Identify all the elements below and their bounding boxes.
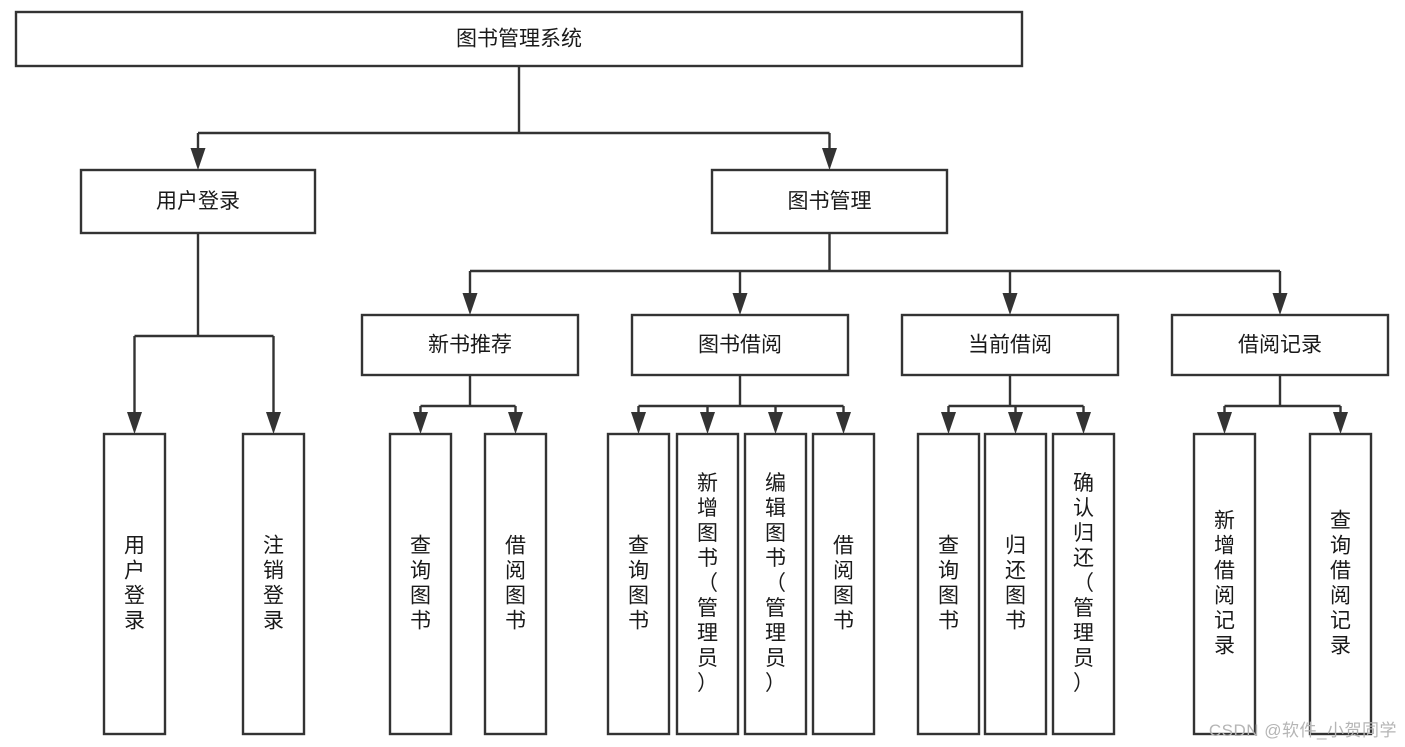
arrow-head-icon [1076,412,1091,434]
arrow-head-icon [266,412,281,434]
node-box [630,313,850,377]
edge-group-book-manage [462,233,1288,315]
node-book-manage[interactable]: 图书管理 [710,168,949,235]
node-leaf-add-record[interactable]: 新增借阅记录 [1192,432,1257,736]
node-leaf-confirm-return[interactable]: 确认归还（管理员） [1051,432,1116,736]
arrow-head-icon [1002,293,1018,315]
node-leaf-query-book-3[interactable]: 查询图书 [916,432,981,736]
node-label: 借阅图书 [505,534,526,632]
node-box [710,168,949,235]
node-user-login[interactable]: 用户登录 [79,168,317,235]
node-label: 归还图书 [1005,534,1026,632]
node-box [360,313,580,377]
arrow-head-icon [1333,412,1348,434]
node-leaf-borrow-book-1[interactable]: 借阅图书 [483,432,548,736]
arrow-head-icon [1008,412,1023,434]
node-leaf-logout[interactable]: 注销登录 [241,432,306,736]
node-box [483,432,548,736]
node-root[interactable]: 图书管理系统 [14,10,1024,68]
node-box [606,432,671,736]
arrow-head-icon [631,412,646,434]
arrow-head-icon [700,412,715,434]
arrow-head-icon [941,412,956,434]
node-label: 借阅记录 [1238,334,1322,357]
node-leaf-query-book-1[interactable]: 查询图书 [388,432,453,736]
edge-group-root [190,66,837,170]
arrow-head-icon [1272,293,1288,315]
node-box [916,432,981,736]
node-leaf-query-book-2[interactable]: 查询图书 [606,432,671,736]
node-leaf-edit-book[interactable]: 编辑图书（管理员） [743,432,808,736]
arrow-head-icon [768,412,783,434]
node-borrow-record[interactable]: 借阅记录 [1170,313,1390,377]
node-label: 图书管理系统 [456,28,582,51]
node-book-borrow[interactable]: 图书借阅 [630,313,850,377]
node-box [743,432,808,736]
node-box [1192,432,1257,736]
arrow-head-icon [1217,412,1232,434]
arrow-head-icon [822,148,837,170]
node-box [1170,313,1390,377]
node-label: 查询图书 [410,534,431,632]
node-leaf-add-book[interactable]: 新增图书（管理员） [675,432,740,736]
node-box [811,432,876,736]
node-label: 新书推荐 [428,334,512,357]
node-label: 新增图书（管理员） [697,472,718,695]
node-box [1308,432,1373,736]
nodes-layer: 图书管理系统用户登录图书管理新书推荐图书借阅当前借阅借阅记录用户登录注销登录查询… [14,10,1390,736]
node-label: 确认归还（管理员） [1073,472,1094,695]
node-label: 用户登录 [156,190,240,213]
node-box [1051,432,1116,736]
node-label: 查询借阅记录 [1330,509,1351,657]
node-leaf-user-login[interactable]: 用户登录 [102,432,167,736]
node-label: 当前借阅 [968,334,1052,357]
edge-group-current-borrow [941,375,1091,434]
arrow-head-icon [462,293,478,315]
node-leaf-query-record[interactable]: 查询借阅记录 [1308,432,1373,736]
node-box [983,432,1048,736]
node-box [102,432,167,736]
node-label: 图书管理 [788,190,872,213]
watermark: CSDN @软件_小贺同学 [1208,721,1397,740]
node-label: 查询图书 [628,534,649,632]
edge-group-book-borrow [631,375,851,434]
arrow-head-icon [413,412,428,434]
node-label: 查询图书 [938,534,959,632]
node-label: 借阅图书 [833,534,854,632]
node-box [14,10,1024,68]
arrow-head-icon [190,148,206,170]
node-current-borrow[interactable]: 当前借阅 [900,313,1120,377]
node-leaf-borrow-book-2[interactable]: 借阅图书 [811,432,876,736]
node-leaf-return-book[interactable]: 归还图书 [983,432,1048,736]
node-label: 编辑图书（管理员） [765,472,786,695]
edge-group-user-login [127,233,281,434]
arrow-head-icon [732,293,748,315]
node-box [675,432,740,736]
arrow-head-icon [508,412,523,434]
node-label: 注销登录 [263,534,284,632]
node-label: 用户登录 [124,534,145,632]
node-box [900,313,1120,377]
node-box [241,432,306,736]
edges-layer [127,66,1348,434]
edge-group-new-book-rec [413,375,523,434]
node-label: 新增借阅记录 [1214,509,1235,657]
arrow-head-icon [836,412,851,434]
node-new-book-rec[interactable]: 新书推荐 [360,313,580,377]
arrow-head-icon [127,412,142,434]
node-box [79,168,317,235]
node-box [388,432,453,736]
node-label: 图书借阅 [698,334,782,357]
edge-group-borrow-record [1217,375,1348,434]
